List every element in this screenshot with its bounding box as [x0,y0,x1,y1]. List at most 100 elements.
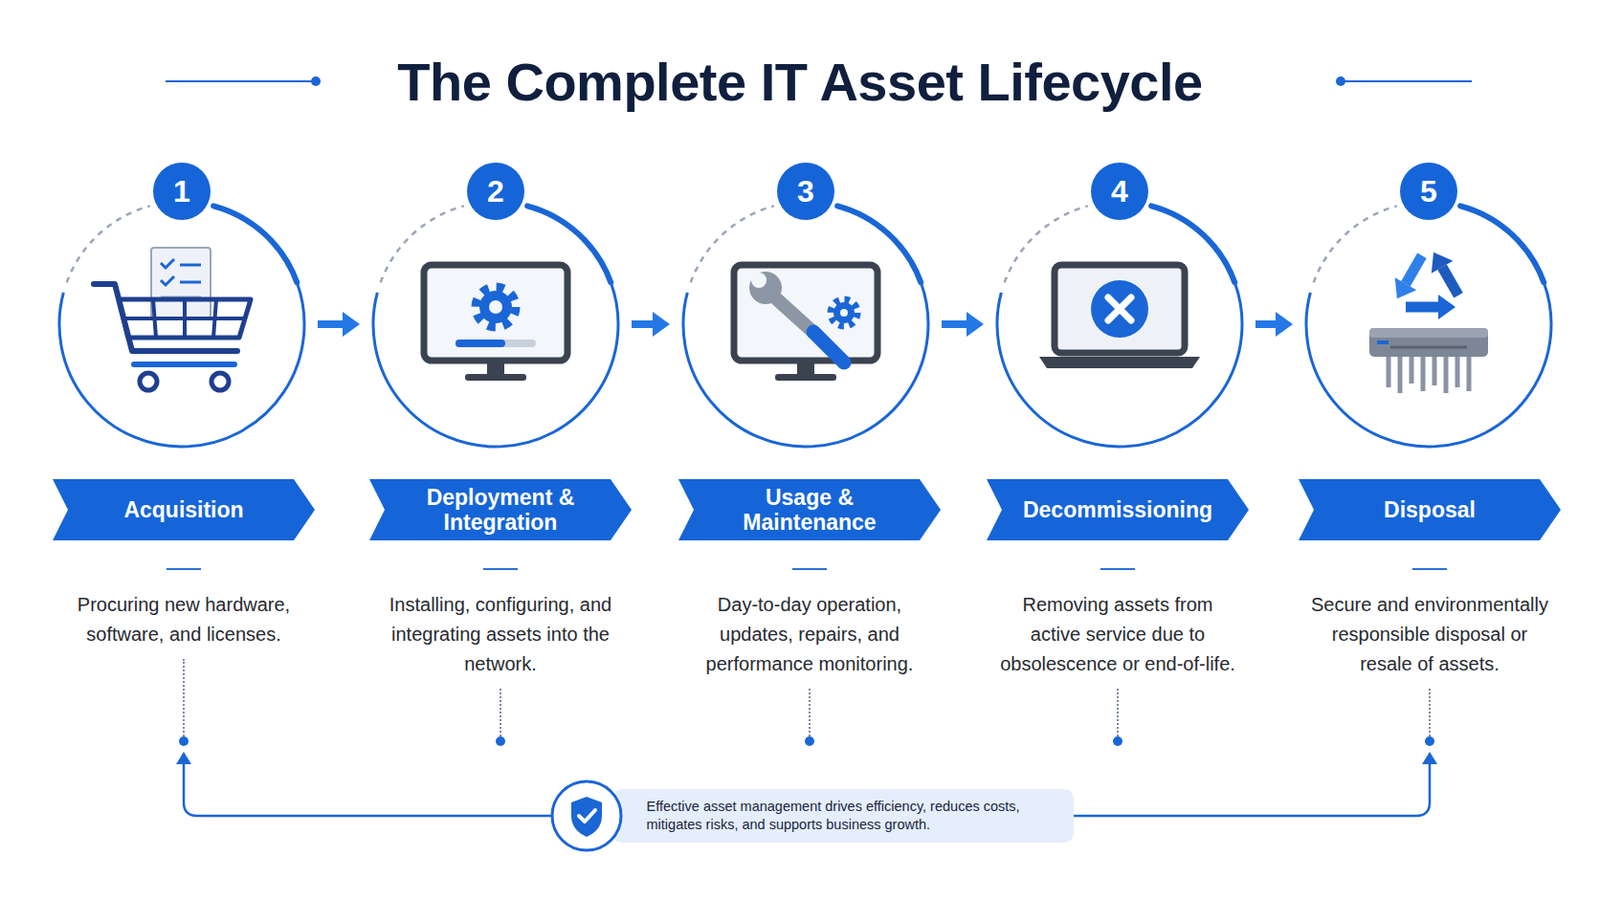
monitor-frame [423,265,568,361]
shred-strip [1421,356,1426,392]
laptop-screen [1054,265,1185,354]
cart-grid [123,316,245,321]
connector [941,311,984,337]
step-circle: 2 [371,200,621,449]
recycle-arrow-head [1438,294,1456,320]
shield-badge [548,777,625,855]
step-heading: Disposal [1319,497,1540,523]
step-banner: Deployment & IntegrationInstalling, conf… [369,479,632,747]
arrow-shaft [317,320,345,329]
ring-accent-arc [837,205,921,283]
shield-check [578,810,596,823]
leader-line [182,659,185,737]
banner-shape: Deployment & Integration [369,479,632,541]
arrow-head [342,311,360,337]
wrench-handle [813,332,845,363]
chevron-fill [986,479,1249,541]
step-number: 1 [153,162,211,221]
banner-shape: Acquisition [52,479,315,541]
title-rule [1340,80,1472,83]
step-circle: 1 [57,200,307,449]
recycle-arrow-shaft [1442,266,1459,295]
ring-outline [371,200,621,449]
step-banner: DecommissioningRemoving assets from acti… [986,479,1249,747]
ring-outline [681,200,931,449]
title-rule [165,80,316,83]
progress-track [455,339,536,348]
recycle-arrow [1386,249,1434,306]
shredder-body [1369,328,1489,357]
ring-dashed-arc [380,205,465,283]
wrench-mouth [751,272,767,289]
ring-outline [995,200,1245,449]
ring-outline [1304,200,1554,449]
arrow-shaft [941,320,969,329]
ring-arc [1306,282,1552,447]
ring-accent-arc [213,205,297,283]
step-description: Installing, configuring, and integrating… [380,590,621,680]
chevron-fill [678,479,941,541]
leader-line [499,688,502,737]
gear-teeth [475,287,516,328]
leader-dot [178,736,189,747]
leader-dot [1112,736,1123,747]
shred-strip [1432,356,1438,386]
shredder-slot [1390,346,1467,350]
shred-strip [1444,356,1449,394]
connector [1255,311,1293,337]
leader-dot [1424,736,1435,747]
cart-wheel [211,373,229,391]
arrow-head [966,311,984,337]
step-heading: Decommissioning [1007,497,1228,523]
ring-dashed-arc [1004,205,1089,283]
laptop-icon [1039,265,1200,369]
gear-body [479,290,512,324]
leader-line [808,688,811,737]
check-mark [160,276,175,286]
arrow-shaft [631,320,655,329]
connector [631,311,670,337]
step-number: 3 [777,162,835,221]
step-number: 5 [1400,162,1458,221]
step-number: 4 [1090,162,1149,221]
shredder-light [1377,340,1389,345]
document-shape [151,247,211,319]
monitor-stand [797,360,815,377]
progress-fill [455,339,506,348]
divider-dash [792,568,827,571]
step-circle: 4 [995,200,1245,449]
leader-dot [804,736,815,747]
document-line [179,264,201,267]
ring-arc [373,282,619,447]
recycle-shredder-icon [1369,245,1489,394]
connector [317,311,360,337]
ring-arc [59,282,305,447]
chevron-fill [52,479,315,541]
leader-line [1116,688,1119,737]
recycle-arrow [1405,294,1456,320]
step-description: Day-to-day operation, updates, repairs, … [689,590,930,680]
diagram-title: The Complete IT Asset Lifecycle [0,53,1600,112]
banner-shape: Decommissioning [986,479,1249,541]
arrow-head [1275,311,1293,337]
step-circle: 3 [681,200,931,449]
ring-arc [683,282,929,447]
ring-dashed-arc [690,205,775,283]
step-number: 2 [466,162,525,221]
recycle-arrow [1422,245,1470,302]
gear-hole [840,309,848,317]
shield-ring [552,781,622,851]
setup-monitor-icon [423,265,568,381]
step-description: Removing assets from active service due … [998,590,1238,680]
check-mark [160,259,175,268]
ring-arc [997,282,1243,447]
gear-hole [488,300,503,314]
cart-base [133,361,235,368]
recycle-arrow-head [1422,245,1454,274]
laptop-base [1039,356,1200,369]
chevron-fill [1298,479,1561,541]
leader-dot [495,736,506,747]
